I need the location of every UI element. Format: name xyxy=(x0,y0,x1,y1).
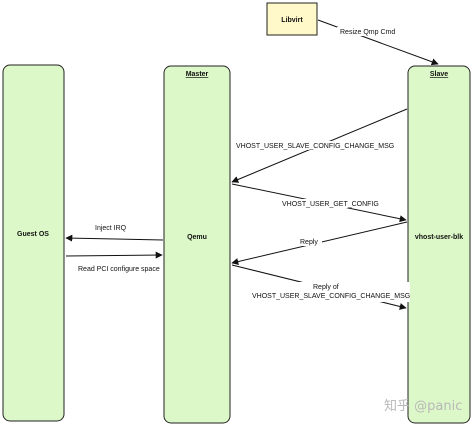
resize-qmp-label: Resize Qmp Cmd xyxy=(340,29,395,36)
libvirt-box: Libvirt xyxy=(266,2,318,36)
slave-header: Slave xyxy=(430,71,448,78)
guest-os-label: Guest OS xyxy=(17,231,49,238)
inject-irq-message: Inject IRQ xyxy=(65,225,164,242)
reply-of-config-change-message: Reply of VHOST_USER_SLAVE_CONFIG_CHANGE_… xyxy=(231,264,410,310)
master-participant: Master Qemu xyxy=(163,65,231,424)
reply-label: Reply xyxy=(300,239,318,246)
read-pci-message: Read PCI configure space xyxy=(65,251,163,273)
config-change-label: VHOST_USER_SLAVE_CONFIG_CHANGE_MSG xyxy=(236,143,394,150)
inject-irq-label: Inject IRQ xyxy=(95,225,127,232)
reply-of-label-line2: VHOST_USER_SLAVE_CONFIG_CHANGE_MSG xyxy=(252,293,410,300)
guest-os-participant: Guest OS xyxy=(2,64,65,422)
read-pci-label: Read PCI configure space xyxy=(78,266,160,273)
config-change-message: VHOST_USER_SLAVE_CONFIG_CHANGE_MSG xyxy=(231,108,408,183)
slave-participant: Slave vhost-user-blk xyxy=(407,65,471,424)
reply-of-label-line1: Reply of xyxy=(313,284,339,291)
libvirt-label: Libvirt xyxy=(281,17,303,24)
resize-qmp-message: Resize Qmp Cmd xyxy=(317,19,439,66)
get-config-message: VHOST_USER_GET_CONFIG xyxy=(231,183,407,223)
vhost-user-blk-label: vhost-user-blk xyxy=(415,234,463,241)
reply-message: Reply xyxy=(231,221,408,265)
get-config-label: VHOST_USER_GET_CONFIG xyxy=(282,201,379,208)
master-header: Master xyxy=(186,71,209,78)
qemu-label: Qemu xyxy=(187,234,207,241)
watermark-text: 知乎 @panic xyxy=(384,398,462,414)
